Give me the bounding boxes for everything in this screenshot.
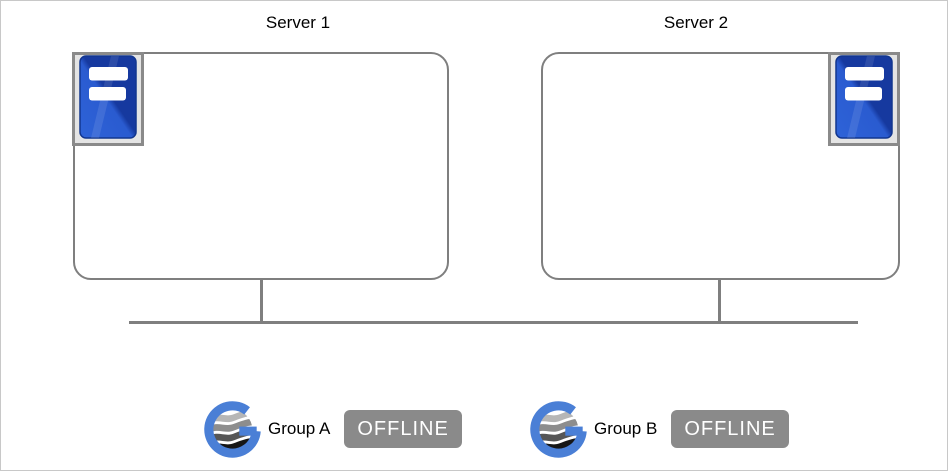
network-bus-line (129, 321, 858, 324)
server1-label: Server 1 (265, 13, 331, 32)
group-b-item[interactable]: Group B OFFLINE (530, 399, 789, 458)
group-a-status-badge: OFFLINE (344, 409, 462, 448)
server-tower-icon (835, 54, 893, 144)
server-tower-icon (79, 54, 137, 144)
group-a-item[interactable]: Group A OFFLINE (204, 399, 462, 458)
group-globe-g-icon (204, 400, 262, 458)
server2-network-connector (718, 280, 721, 323)
group-b-status-badge: OFFLINE (671, 409, 789, 448)
group-b-label: Group B (594, 418, 658, 438)
server1-network-connector (260, 280, 263, 323)
server2-label: Server 2 (663, 13, 729, 32)
group-a-label: Group A (268, 418, 331, 438)
server2-icon-box[interactable] (828, 52, 900, 146)
server1-icon-box[interactable] (72, 52, 144, 146)
group-globe-g-icon (530, 400, 588, 458)
